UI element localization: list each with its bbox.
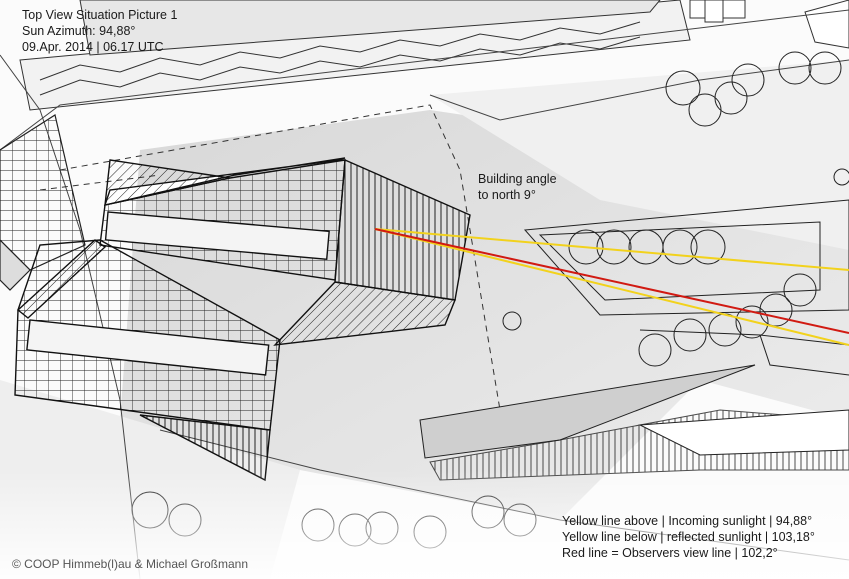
sun-azimuth: Sun Azimuth: 94,88° [22,24,136,38]
observer-view-line [374,228,849,334]
header-block: Top View Situation Picture 1 Sun Azimuth… [22,7,177,55]
plan-title: Top View Situation Picture 1 [22,8,178,22]
legend: Yellow line above | Incoming sunlight | … [562,513,815,561]
copyright-credit: © COOP Himmeb(l)au & Michael Großmann [12,557,249,571]
planting-wedge [523,199,849,376]
legend-incoming-sunlight: Yellow line above | Incoming sunlight | … [562,514,813,528]
incoming-sunlight-line [374,228,849,271]
legend-observer-line: Red line = Observers view line | 102,2° [562,546,778,560]
building-angle-line1: Building angle [478,172,557,186]
building-angle-line2: to north 9° [478,188,536,202]
main-building [14,157,471,482]
left-block [0,114,86,291]
building-angle-note: Building angle to north 9° [478,171,557,203]
legend-reflected-sunlight: Yellow line below | reflected sunlight |… [562,530,815,544]
sight-lines [374,228,849,346]
date-time: 09.Apr. 2014 | 06.17 UTC [22,40,164,54]
reflected-sunlight-line [374,228,849,346]
top-building-row [19,0,849,111]
lower-right-building [419,364,849,481]
